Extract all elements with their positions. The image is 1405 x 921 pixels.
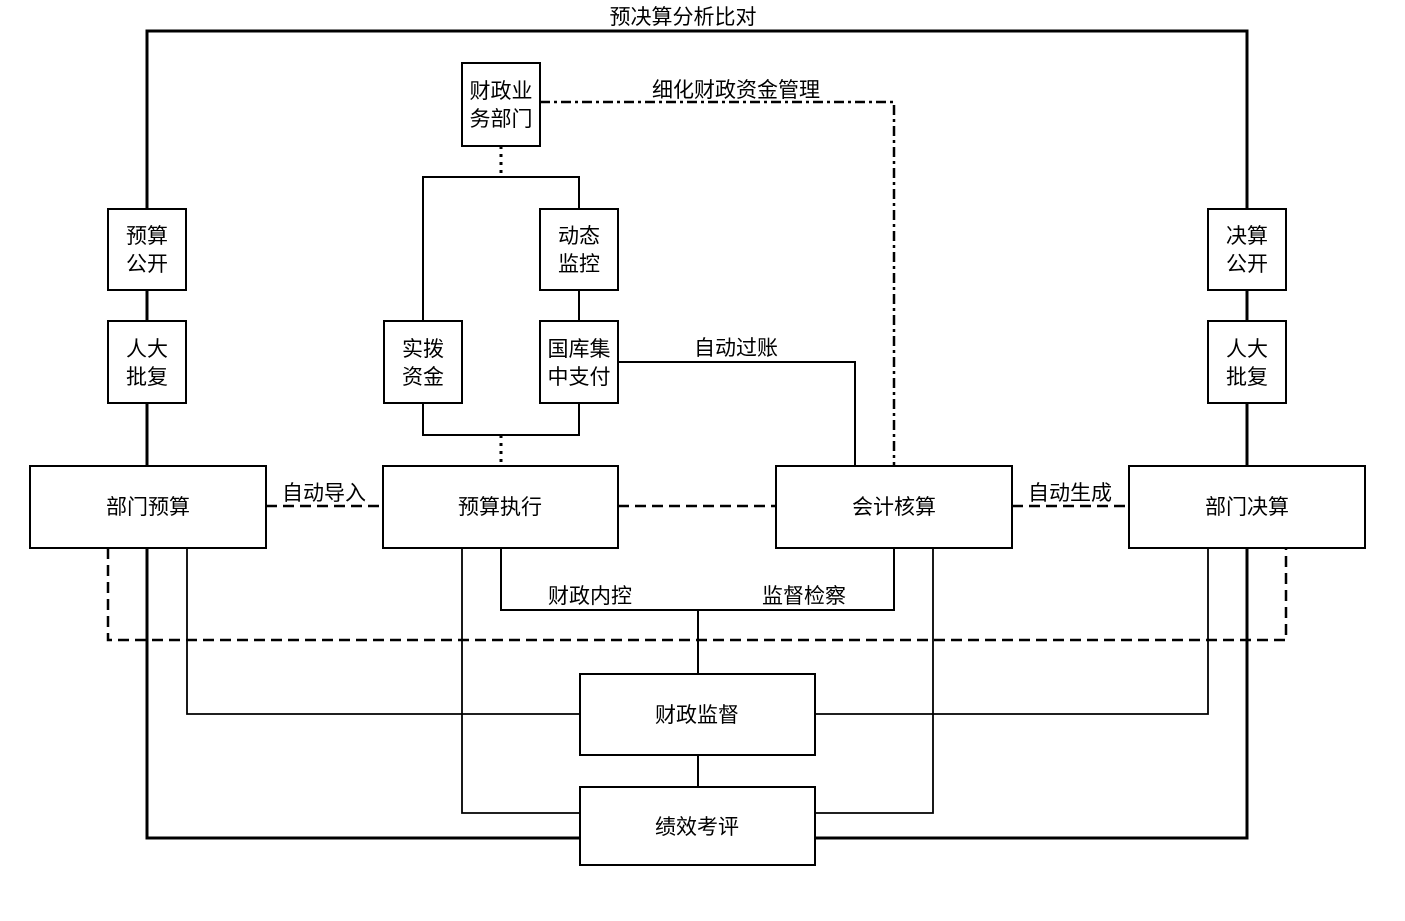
node-label: 财政业 — [470, 79, 533, 103]
diagram-title: 预决算分析比对 — [610, 5, 757, 29]
node-fiscal-dept: 财政业 务部门 — [461, 62, 541, 147]
node-accounting: 会计核算 — [775, 465, 1013, 549]
node-label: 批复 — [1226, 365, 1268, 389]
node-label: 预算 — [126, 224, 168, 248]
edge-label-auto-generate: 自动生成 — [1028, 481, 1112, 505]
node-label: 批复 — [126, 365, 168, 389]
refine-fund-mgmt-line — [540, 100, 896, 466]
node-label: 人大 — [126, 337, 168, 361]
node-label: 公开 — [1226, 252, 1268, 276]
budget-to-supervision-line — [186, 548, 580, 715]
node-label: 绩效考评 — [655, 815, 739, 839]
final-to-supervision-line — [815, 548, 1209, 715]
node-treasury-payment: 国库集 中支付 — [539, 320, 619, 404]
node-label: 预算执行 — [458, 495, 542, 519]
edge-label-auto-posting: 自动过账 — [694, 336, 778, 360]
node-dynamic-monitor: 动态 监控 — [539, 208, 619, 291]
node-label: 决算 — [1226, 224, 1268, 248]
node-label: 国库集 — [548, 337, 611, 361]
edge-label-auto-import: 自动导入 — [282, 481, 366, 505]
node-performance-eval: 绩效考评 — [579, 786, 816, 866]
node-npc-approval-right: 人大 批复 — [1207, 320, 1287, 404]
node-label: 会计核算 — [852, 495, 936, 519]
node-label: 实拨 — [402, 337, 444, 361]
branch-bottom-line — [422, 403, 580, 436]
node-dept-final: 部门决算 — [1128, 465, 1366, 549]
node-dept-budget: 部门预算 — [29, 465, 267, 549]
edge-label-internal-control: 财政内控 — [548, 584, 632, 608]
node-label: 人大 — [1226, 337, 1268, 361]
edge-label-supervision-inspection: 监督检察 — [762, 584, 846, 608]
node-actual-funds: 实拨 资金 — [383, 320, 463, 404]
node-label: 中支付 — [548, 365, 611, 389]
node-npc-approval-left: 人大 批复 — [107, 320, 187, 404]
node-label: 公开 — [126, 252, 168, 276]
node-budget-execution: 预算执行 — [382, 465, 619, 549]
node-budget-public: 预算 公开 — [107, 208, 187, 291]
edge-label-refine-fund-mgmt: 细化财政资金管理 — [652, 78, 820, 102]
accounting-to-eval-line — [815, 548, 934, 814]
node-label: 务部门 — [470, 107, 533, 131]
node-label: 财政监督 — [655, 703, 739, 727]
node-label: 资金 — [402, 365, 444, 389]
auto-posting-line — [618, 361, 856, 466]
node-fiscal-supervision: 财政监督 — [579, 673, 816, 756]
node-label: 动态 — [558, 224, 600, 248]
node-label: 监控 — [558, 252, 600, 276]
node-label: 部门决算 — [1205, 495, 1289, 519]
node-label: 部门预算 — [106, 495, 190, 519]
branch-top-line — [422, 176, 580, 321]
node-final-public: 决算 公开 — [1207, 208, 1287, 291]
connectors — [106, 100, 1288, 814]
exec-to-eval-line — [461, 548, 580, 814]
